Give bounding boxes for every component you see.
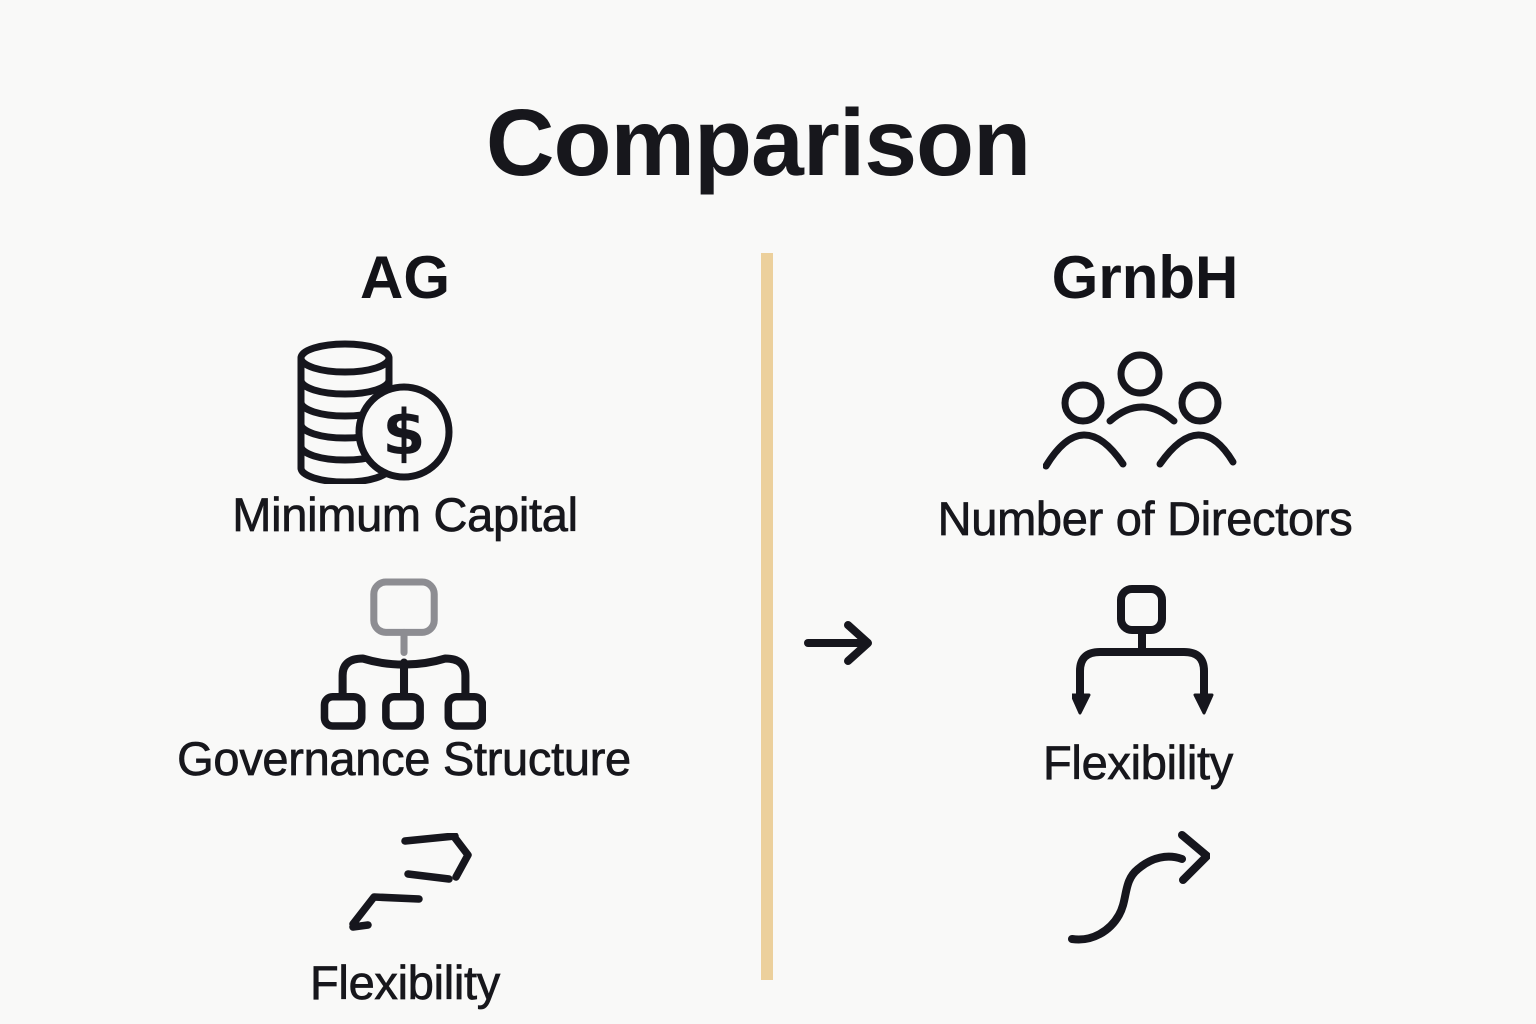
divider-line [761, 253, 773, 980]
dollar-symbol: $ [382, 396, 425, 469]
column-header-ag: AG [360, 244, 450, 311]
label-number-of-directors: Number of Directors [937, 492, 1353, 545]
page-title: Comparison [485, 90, 1031, 196]
label-governance-structure: Governance Structure [177, 732, 632, 785]
org-chart-icon [318, 578, 486, 730]
curved-growth-arrow-icon [1068, 823, 1210, 945]
label-minimum-capital: Minimum Capital [232, 488, 578, 541]
branch-arrows-icon [1072, 585, 1217, 717]
swap-arrows-icon [349, 833, 473, 933]
label-flexibility-left: Flexibility [310, 956, 501, 1009]
column-header-grnbh: GrnbH [1051, 244, 1239, 311]
people-group-icon [1043, 350, 1241, 472]
right-arrow-icon [804, 618, 874, 668]
coins-dollar-icon: $ [293, 338, 457, 484]
label-flexibility-right: Flexibility [1043, 736, 1234, 789]
